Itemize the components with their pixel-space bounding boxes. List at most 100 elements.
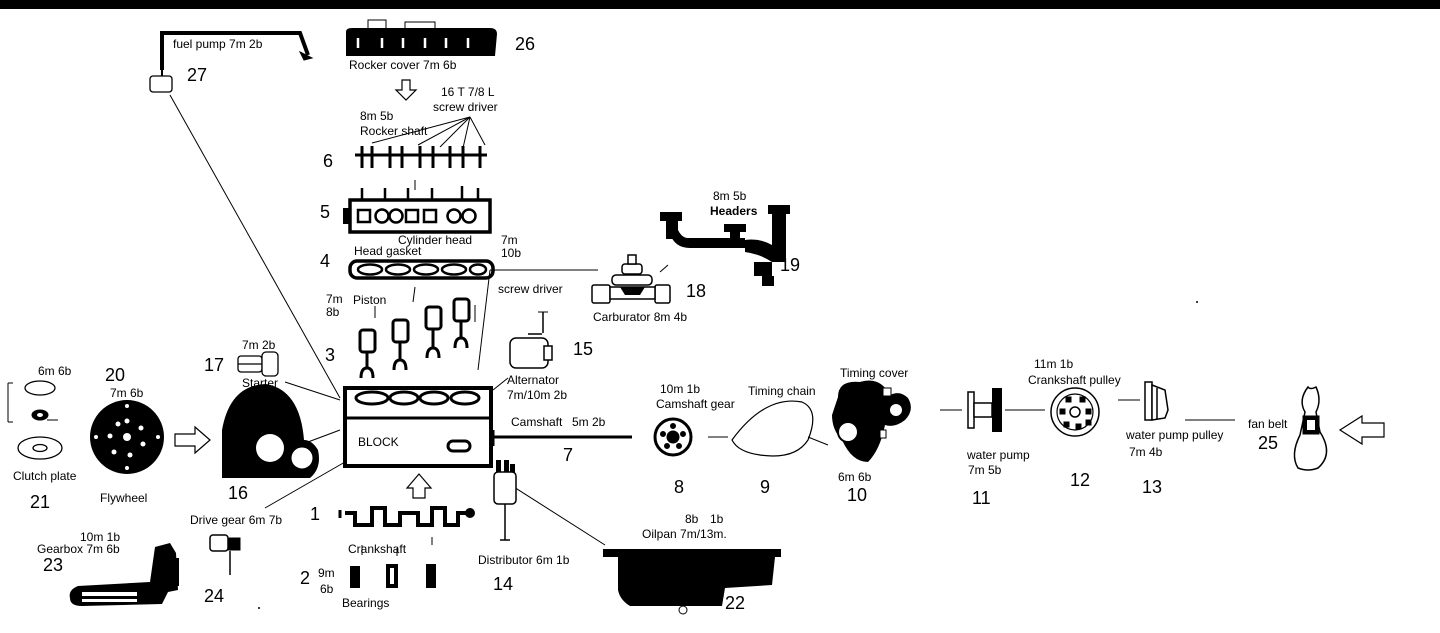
head-gasket-label: Head gasket — [354, 244, 422, 258]
speck — [1196, 301, 1198, 303]
head-gasket-number: 4 — [320, 251, 331, 271]
rocker-shaft-shape — [355, 146, 487, 168]
piston-number: 3 — [325, 345, 336, 365]
rocker-screwdriver-label: screw driver — [433, 100, 498, 114]
alternator-spec: 7m/10m 2b — [507, 388, 568, 402]
water-pump-pulley-label: water pump pulley — [1126, 428, 1224, 442]
water-pump-pulley-spec: 7m 4b — [1129, 445, 1163, 459]
bearings-spec-b: 6b — [320, 582, 334, 596]
crankshaft-shape — [338, 506, 475, 527]
camshaft-gear-shape — [653, 417, 693, 457]
drive-gear-number: 24 — [204, 586, 225, 606]
timing-cover-label: Timing cover — [840, 366, 909, 380]
rocker-shaft-number: 6 — [323, 151, 334, 171]
arrow-right-flywheel — [174, 425, 211, 455]
crankshaft-pulley-label: Crankshaft pulley — [1028, 373, 1121, 387]
starter-number: 17 — [204, 355, 225, 375]
camshaft-gear-spec: 10m 1b — [660, 382, 701, 396]
headers-number: 19 — [780, 255, 801, 275]
fuel-pump-shape — [149, 31, 314, 93]
oilpan-spec-b: 1b — [710, 512, 724, 526]
crankshaft-pulley-shape — [1050, 387, 1100, 437]
cylinder-head-spec-b: 10b — [501, 246, 522, 260]
fuel-pump-number: 27 — [187, 65, 208, 85]
speck — [258, 607, 260, 609]
headers-spec: 8m 5b — [713, 189, 747, 203]
cylinder-head-number: 5 — [320, 202, 331, 222]
water-pump-spec: 7m 5b — [968, 463, 1002, 477]
arrow-down-rocker — [394, 79, 418, 101]
headers-shape — [660, 205, 790, 286]
rocker-shaft-spec: 8m 5b — [360, 109, 394, 123]
distributor-number: 14 — [493, 574, 514, 594]
arrow-up-crank — [405, 473, 433, 499]
fan-belt-number: 25 — [1258, 433, 1279, 453]
block-label: BLOCK — [358, 435, 399, 449]
flywheel-label: Flywheel — [100, 491, 148, 505]
flywheel-spec: 7m 6b — [110, 386, 144, 400]
distributor-label: Distributor 6m 1b — [478, 553, 570, 567]
engine-plate-label: engine plate — [229, 463, 295, 477]
piston-spec-a: 7m — [326, 292, 343, 306]
rocker-shaft-label: Rocker shaft — [360, 124, 428, 138]
gearbox-spec: 10m 1b — [80, 530, 121, 544]
carburator-number: 18 — [686, 281, 707, 301]
camshaft-gear-label: Camshaft gear — [656, 397, 735, 411]
alternator-label: Alternator — [507, 373, 560, 387]
engine-plate-shape — [222, 384, 319, 478]
oilpan-spec-a: 8b — [685, 512, 699, 526]
timing-cover-number: 10 — [847, 485, 868, 505]
connector-lines — [7, 94, 1235, 556]
water-pump-pulley-number: 13 — [1142, 477, 1163, 497]
starter-spec: 7m 2b — [242, 338, 276, 352]
piston-label: Piston — [353, 293, 387, 307]
camshaft-label: Camshaft — [511, 415, 563, 429]
cylinder-head-shape — [343, 186, 492, 234]
camshaft-gear-number: 8 — [674, 477, 685, 497]
clutch-plate-spec: 6m 6b — [38, 364, 72, 378]
oilpan-label: Oilpan 7m/13m. — [642, 527, 727, 541]
engine-block-shape — [343, 386, 493, 468]
camshaft-shape — [491, 430, 632, 446]
oilpan-number: 22 — [725, 593, 746, 613]
alternator-number: 15 — [573, 339, 594, 359]
drive-gear-label: Drive gear 6m 7b — [190, 513, 283, 527]
alternator-shape — [509, 311, 553, 369]
timing-chain-shape — [731, 400, 814, 457]
fan-belt-label: fan belt — [1248, 417, 1288, 431]
camshaft-number: 7 — [563, 445, 574, 465]
cylinder-head-label: Cylinder head — [398, 233, 473, 247]
timing-cover-spec: 6m 6b — [838, 470, 872, 484]
rocker-cover-shape — [346, 19, 497, 56]
bearings-shape — [350, 564, 436, 588]
rocker-cover-number: 26 — [515, 34, 536, 54]
oil-pan-shape — [603, 549, 781, 615]
piston-spec-b: 8b — [326, 305, 340, 319]
timing-chain-number: 9 — [760, 477, 771, 497]
rocker-cover-label: Rocker cover 7m 6b — [349, 58, 457, 72]
gearbox-shape — [69, 543, 179, 606]
drive-gear-shape — [209, 534, 241, 575]
arrow-left-fanbelt — [1338, 414, 1385, 446]
clutch-plate-shape — [17, 380, 63, 460]
water-pump-number: 11 — [972, 488, 991, 508]
crankshaft-pulley-number: 12 — [1070, 470, 1091, 490]
camshaft-spec: 5m 2b — [572, 415, 606, 429]
carburator-shape — [591, 254, 671, 304]
top-black-bar — [0, 0, 1440, 9]
gearbox-label: Gearbox 7m 6b — [37, 542, 120, 556]
fuel-pump-label: fuel pump 7m 2b — [173, 37, 263, 51]
pistons-shape — [358, 297, 471, 379]
crankshaft-pulley-spec: 11m 1b — [1034, 357, 1074, 371]
starter-shape — [237, 351, 279, 377]
distributor-shape — [493, 460, 517, 541]
timing-chain-label: Timing chain — [748, 384, 816, 398]
engine-plate-number: 16 — [228, 483, 249, 503]
headers-label: Headers — [710, 204, 758, 218]
rocker-screwdriver-size: 16 T 7/8 L — [441, 85, 495, 99]
water-pump-pulley-shape — [1144, 381, 1169, 421]
flywheel-number: 20 — [105, 365, 126, 385]
bearings-label: Bearings — [342, 596, 390, 610]
starter-label: Starter — [242, 376, 279, 390]
